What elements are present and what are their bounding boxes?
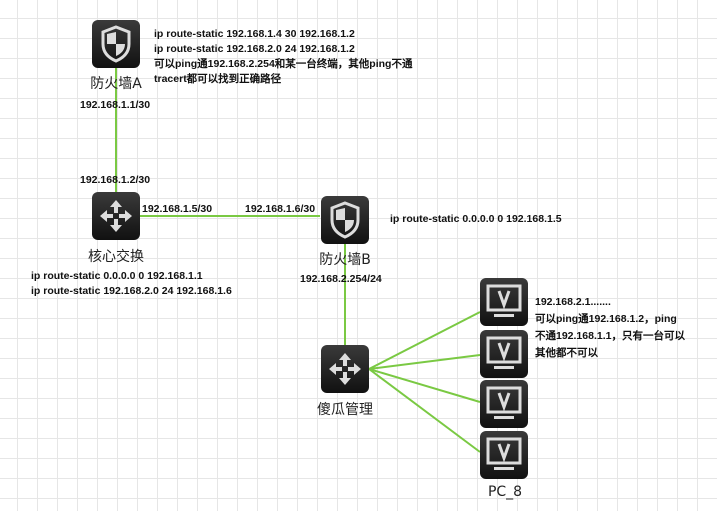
note-line: ip route-static 192.168.1.4 30 192.168.1… [154,28,355,40]
switch-icon [329,353,361,385]
note-line: 可以ping通192.168.2.254和某一台终端，其他ping不通 [154,58,413,70]
link-switch-pc4 [368,368,481,453]
link-switch-pc1 [368,311,481,370]
pc-8-node[interactable] [480,431,528,479]
pc-node[interactable] [480,278,528,326]
pc-8-label: PC_8 [487,484,523,500]
fwA-interface-label: 192.168.1.1/30 [80,99,151,111]
shield-icon [101,25,131,63]
note-line: ip route-static 0.0.0.0 0 192.168.1.1 [31,270,203,282]
note-line: ip route-static 192.168.2.0 24 192.168.1… [31,285,232,297]
link-switch-pc2 [368,354,481,370]
firewall-a-node[interactable] [92,20,140,68]
core-right-interface-label: 192.168.1.5/30 [142,203,213,215]
shield-icon [330,201,360,239]
note-line: 192.168.2.1....... [535,296,611,308]
core-note: ip route-static 0.0.0.0 0 192.168.1.1 ip… [31,269,232,299]
firewall-b-label: 防火墙B [319,252,371,268]
pc-node[interactable] [480,330,528,378]
core-switch-node[interactable] [92,192,140,240]
core-switch-label: 核心交换 [88,249,144,265]
fwB-down-interface-label: 192.168.2.254/24 [300,273,382,285]
note-line: tracert都可以找到正确路径 [154,73,282,85]
core-up-interface-label: 192.168.1.2/30 [80,174,151,186]
fwB-left-interface-label: 192.168.1.6/30 [245,203,316,215]
note-line: 其他都不可以 [535,347,598,359]
switch-icon [100,200,132,232]
note-line: ip route-static 0.0.0.0 0 192.168.1.5 [390,213,562,225]
pc-node[interactable] [480,380,528,428]
note-line: 可以ping通192.168.1.2，ping [535,313,677,325]
monitor-icon [486,336,522,369]
monitor-icon [486,437,522,470]
pc-note: 192.168.2.1....... 可以ping通192.168.1.2，pi… [535,294,685,362]
fwA-note: ip route-static 192.168.1.4 30 192.168.1… [154,27,412,87]
firewall-b-node[interactable] [321,196,369,244]
switch-label: 傻瓜管理 [317,402,373,418]
firewall-a-label: 防火墙A [90,76,142,92]
fwB-note: ip route-static 0.0.0.0 0 192.168.1.5 [390,212,562,227]
note-line: ip route-static 192.168.2.0 24 192.168.1… [154,43,355,55]
switch-node[interactable] [321,345,369,393]
note-line: 不通192.168.1.1，只有一台可以 [535,330,685,342]
link-switch-pc3 [368,368,481,403]
monitor-icon [486,386,522,419]
monitor-icon [486,284,522,317]
